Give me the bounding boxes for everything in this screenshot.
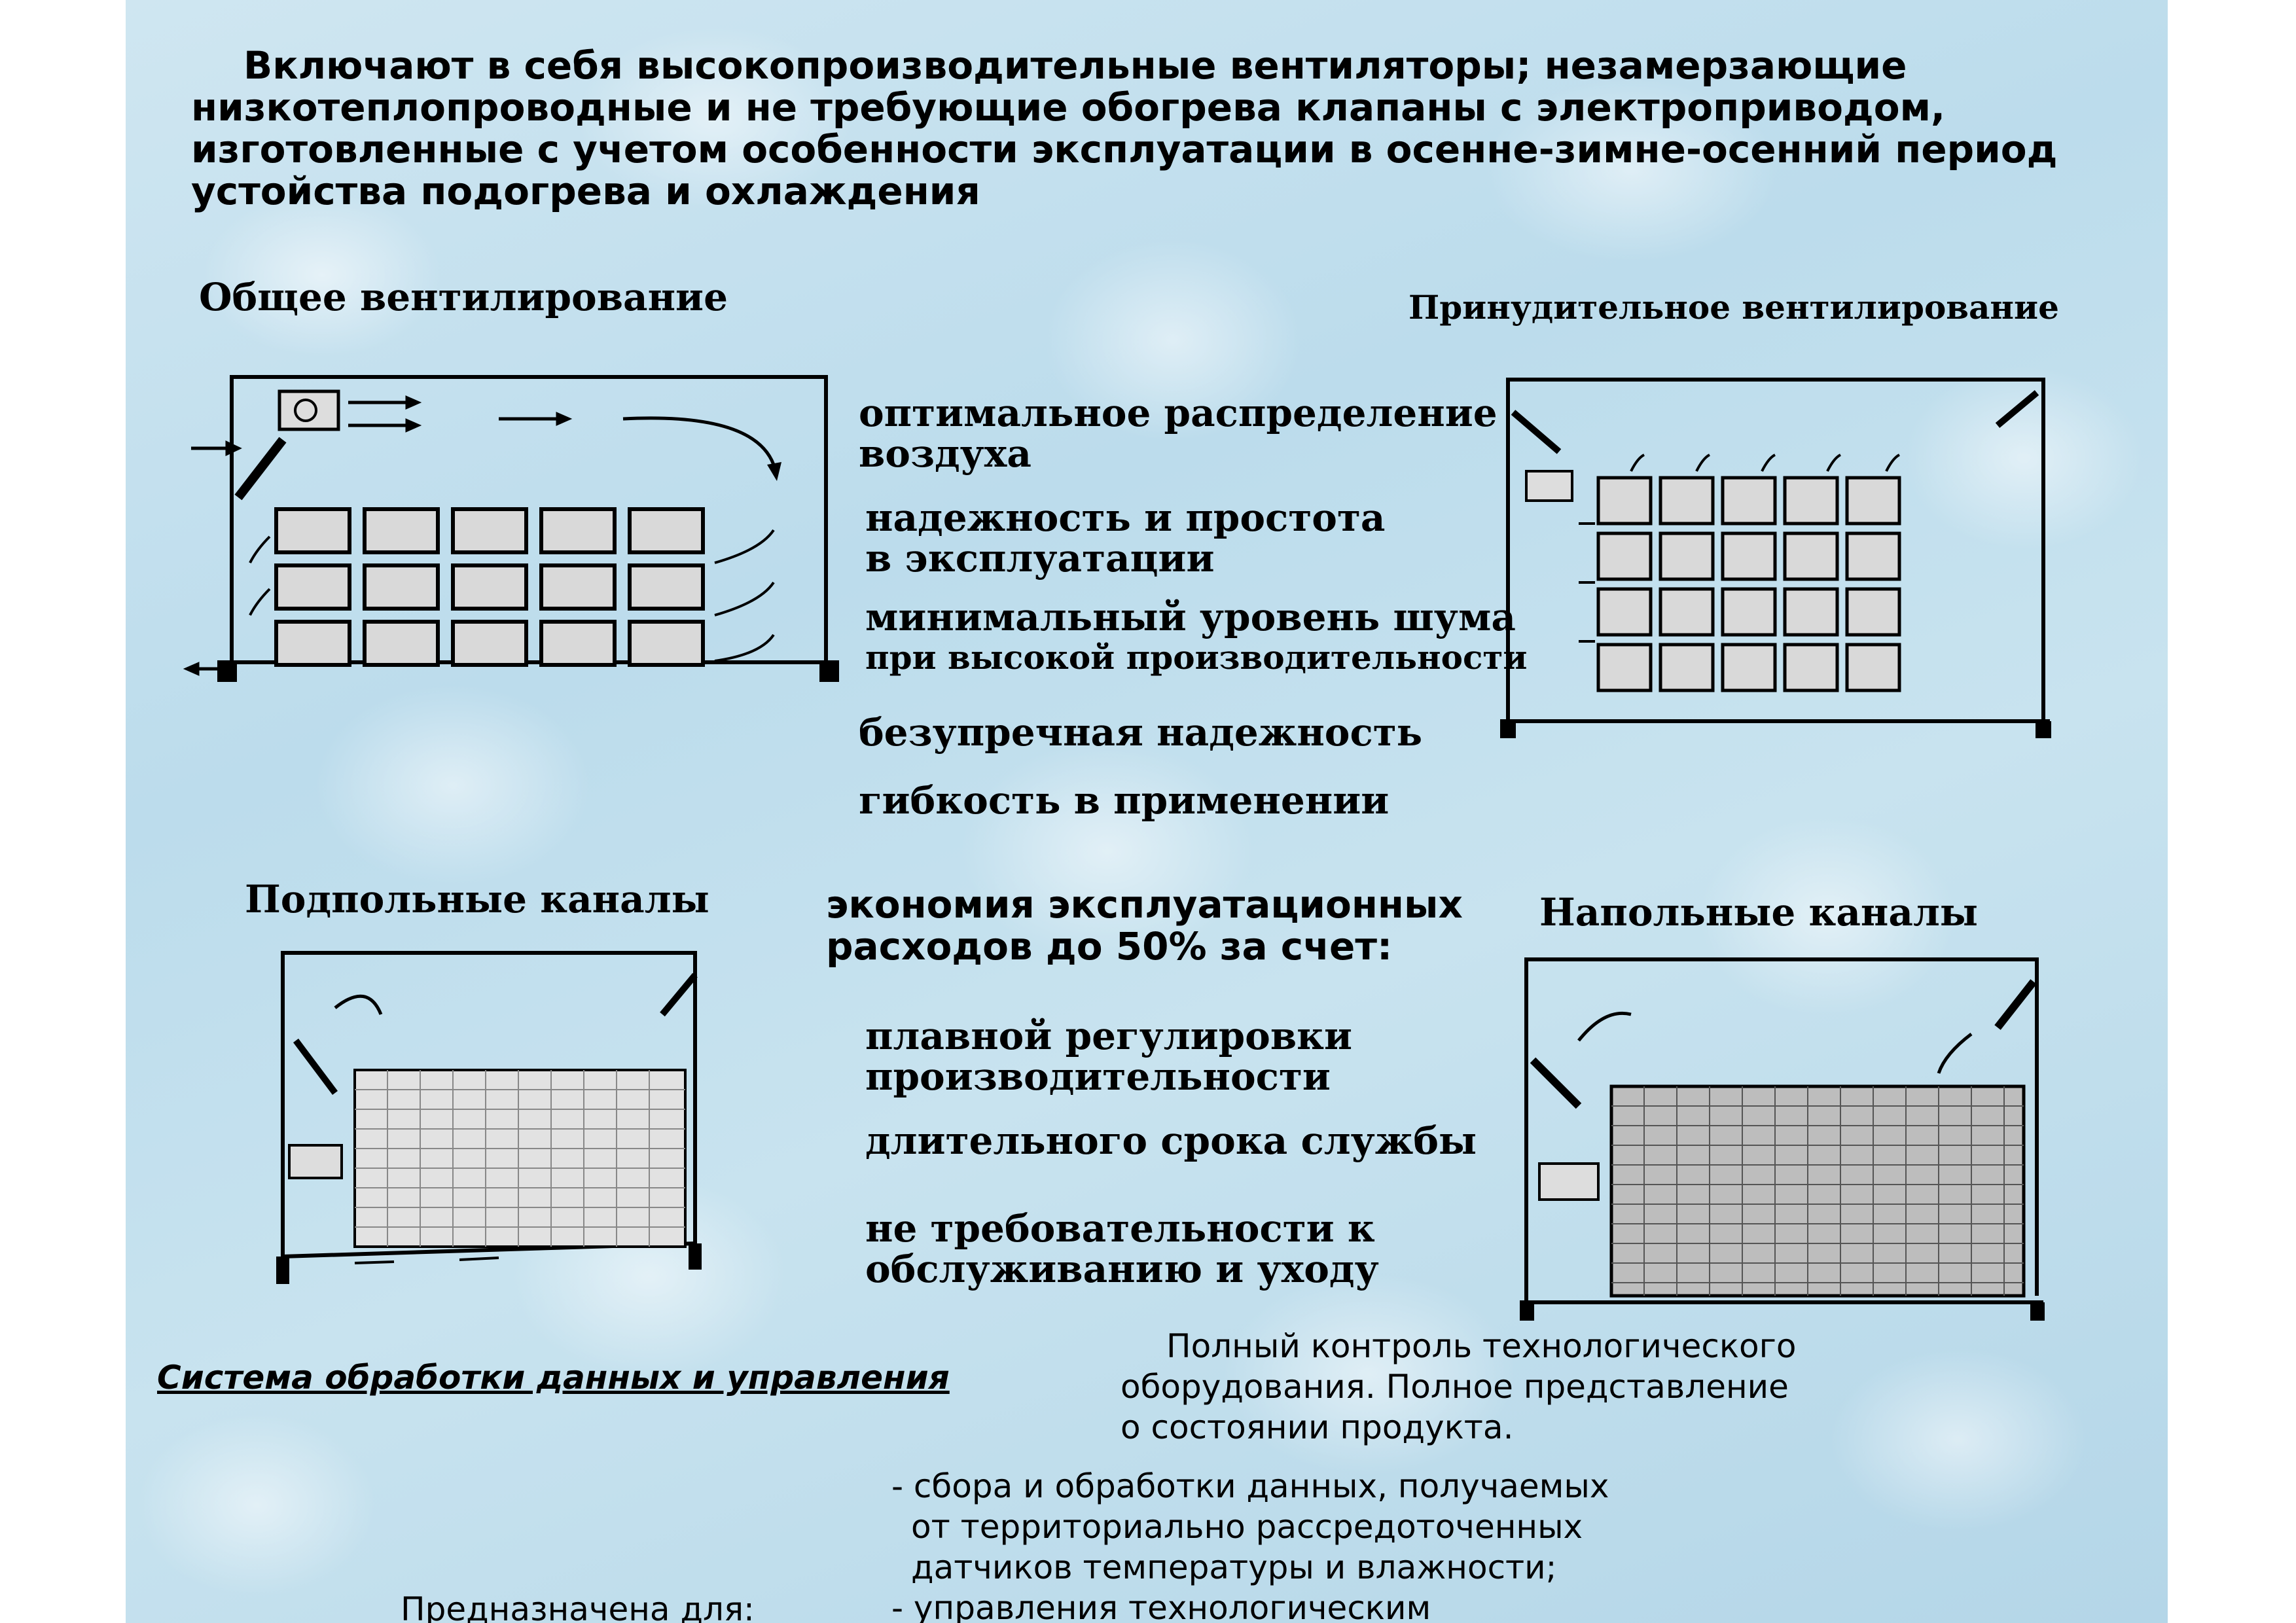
underfloor-channels-diagram: [276, 951, 702, 1284]
system-description: Полный контроль технологического оборудо…: [1121, 1327, 1797, 1446]
forced-ventilation-title: Принудительное вентилирование: [1408, 288, 2059, 327]
underfloor-channels-title: Подпольные каналы: [245, 877, 709, 921]
onfloor-channels-diagram: [1520, 957, 2045, 1321]
system-purpose-item: - сбора и обработки данных, получаемых о…: [891, 1467, 1609, 1623]
economy-item: длительного срока службы: [865, 1118, 1477, 1163]
forced-ventilation-diagram: [1500, 378, 2051, 738]
feature-item: гибкость в применении: [859, 778, 1390, 823]
general-ventilation-title: Общее вентилирование: [199, 275, 728, 319]
intro-paragraph: Включают в себя высокопроизводительные в…: [191, 43, 2058, 213]
system-purpose-label: Предназначена для:: [401, 1590, 755, 1623]
feature-item: безупречная надежность: [859, 710, 1423, 755]
onfloor-channels-title: Напольные каналы: [1539, 890, 1979, 935]
document-page: Включают в себя высокопроизводительные в…: [126, 0, 2168, 1623]
system-heading: Система обработки данных и управления: [157, 1359, 950, 1397]
general-ventilation-diagram: [183, 375, 839, 682]
